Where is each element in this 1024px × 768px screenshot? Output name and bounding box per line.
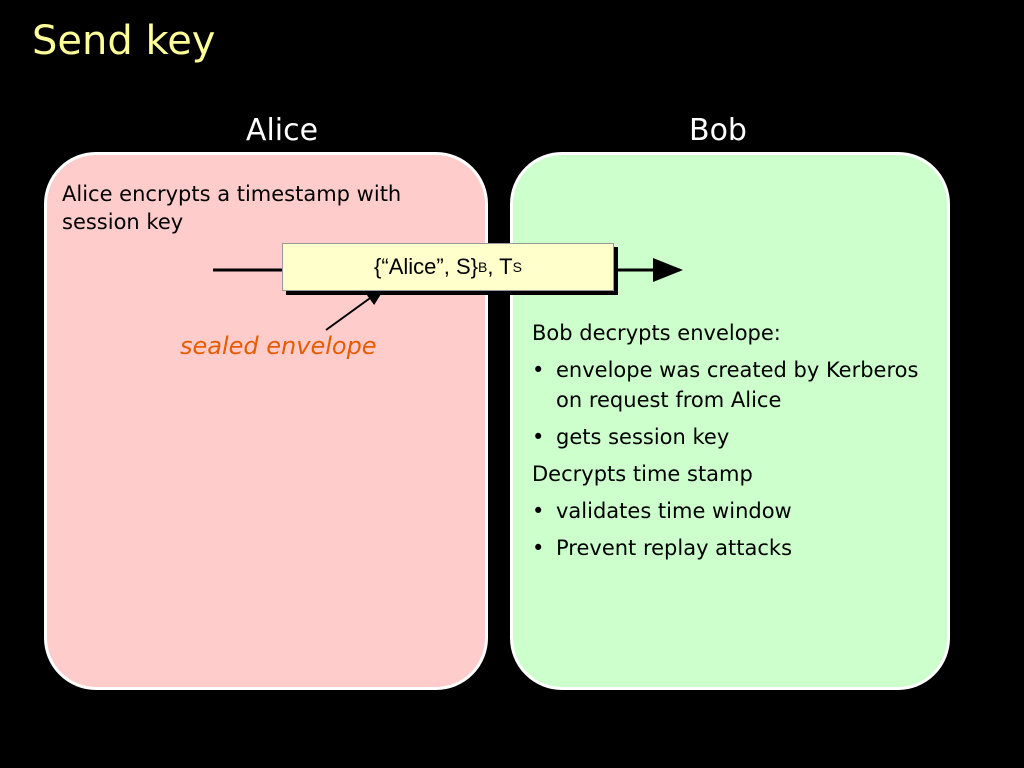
bob-intro: Bob decrypts envelope:: [532, 321, 781, 345]
bob-bullet-text: validates time window: [556, 499, 792, 523]
slide-title: Send key: [32, 18, 216, 64]
envelope-sub-b: B: [477, 259, 488, 275]
alice-panel: [44, 152, 488, 690]
bob-heading: Bob: [689, 113, 747, 148]
bob-bullet-text: envelope was created by Kerberos on requ…: [556, 358, 919, 412]
envelope-sub-s: S: [512, 259, 522, 275]
bullet-dot: •: [532, 536, 545, 560]
bullet-dot: •: [532, 499, 545, 523]
envelope-text-sep: , T: [487, 254, 513, 279]
bullet-dot: •: [532, 358, 545, 382]
bullet-dot: •: [532, 425, 545, 449]
bob-bullet: • envelope was created by Kerberos on re…: [532, 355, 942, 415]
bob-mid: Decrypts time stamp: [532, 462, 753, 486]
bob-bullet: • Prevent replay attacks: [532, 533, 942, 563]
bob-bullet: • gets session key: [532, 422, 942, 452]
envelope-text-main: {“Alice”, S}: [374, 254, 478, 279]
sealed-envelope-label: sealed envelope: [180, 332, 377, 360]
bob-description: Bob decrypts envelope: • envelope was cr…: [532, 318, 942, 570]
alice-description: Alice encrypts a timestamp with session …: [62, 182, 402, 234]
bob-bullet: • validates time window: [532, 496, 942, 526]
alice-heading: Alice: [245, 113, 319, 148]
bob-panel: [510, 152, 950, 690]
annotation-pointer: [325, 286, 386, 331]
bob-bullet-text: gets session key: [556, 425, 730, 449]
bob-bullet-text: Prevent replay attacks: [556, 536, 793, 560]
